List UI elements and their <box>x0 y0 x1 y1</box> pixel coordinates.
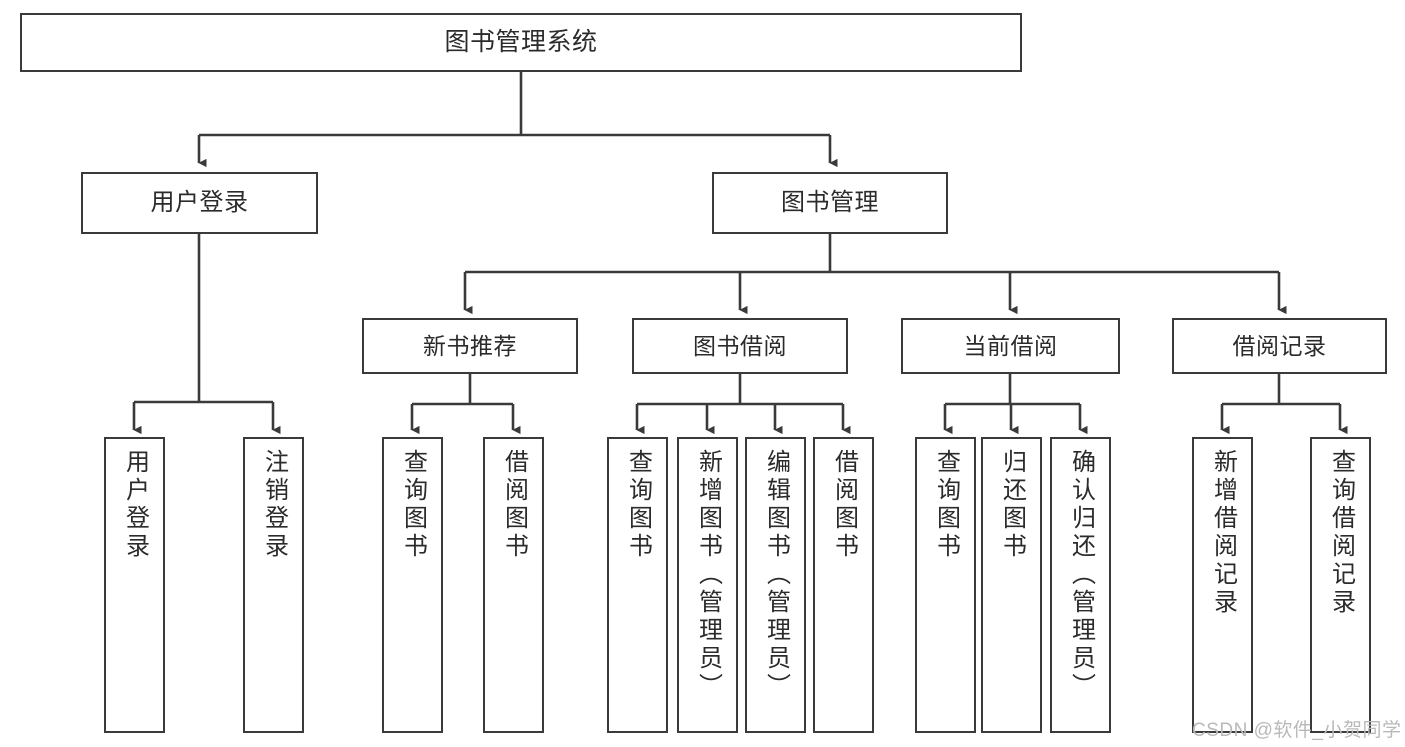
node-label: 新增图书（管理员） <box>694 449 722 701</box>
node-label: 编辑图书（管理员） <box>762 449 790 701</box>
node-label: 查询图书 <box>399 449 427 561</box>
leaf-user-login-logout[interactable]: 注销登录 <box>243 437 304 733</box>
node-label: 查询图书 <box>932 449 960 561</box>
node-label: 借阅图书 <box>830 449 858 561</box>
leaf-current-return-book[interactable]: 归还图书 <box>981 437 1042 733</box>
leaf-recommend-query-book[interactable]: 查询图书 <box>382 437 443 733</box>
leaf-current-confirm-return-admin[interactable]: 确认归还（管理员） <box>1050 437 1111 733</box>
node-book-management[interactable]: 图书管理 <box>712 172 948 234</box>
node-current-borrow[interactable]: 当前借阅 <box>901 318 1120 374</box>
node-label: 新增借阅记录 <box>1209 449 1237 617</box>
leaf-current-query-book[interactable]: 查询图书 <box>915 437 976 733</box>
leaf-record-query-record[interactable]: 查询借阅记录 <box>1310 437 1371 733</box>
leaf-borrow-borrow-book[interactable]: 借阅图书 <box>813 437 874 733</box>
node-label: 图书管理系统 <box>444 28 598 57</box>
node-borrow-record[interactable]: 借阅记录 <box>1172 318 1387 374</box>
node-label: 归还图书 <box>998 449 1026 561</box>
node-label: 查询借阅记录 <box>1327 449 1355 617</box>
node-label: 图书管理 <box>781 189 879 217</box>
leaf-user-login-login[interactable]: 用户登录 <box>104 437 165 733</box>
node-label: 借阅图书 <box>500 449 528 561</box>
node-root-system[interactable]: 图书管理系统 <box>20 13 1022 72</box>
leaf-borrow-edit-book-admin[interactable]: 编辑图书（管理员） <box>745 437 806 733</box>
leaf-borrow-query-book[interactable]: 查询图书 <box>607 437 668 733</box>
node-label: 注销登录 <box>260 449 288 561</box>
node-label: 用户登录 <box>150 189 249 217</box>
leaf-recommend-borrow-book[interactable]: 借阅图书 <box>483 437 544 733</box>
leaf-borrow-add-book-admin[interactable]: 新增图书（管理员） <box>677 437 738 733</box>
node-label: 用户登录 <box>121 449 149 561</box>
leaf-record-add-record[interactable]: 新增借阅记录 <box>1192 437 1253 733</box>
node-new-book-recommend[interactable]: 新书推荐 <box>362 318 578 374</box>
node-label: 确认归还（管理员） <box>1067 449 1095 701</box>
node-label: 查询图书 <box>624 449 652 561</box>
node-label: 新书推荐 <box>423 332 517 359</box>
csdn-watermark: CSDN @软件_小贺同学 <box>1192 720 1402 741</box>
node-book-borrow[interactable]: 图书借阅 <box>632 318 848 374</box>
node-user-login[interactable]: 用户登录 <box>81 172 318 234</box>
node-label: 当前借阅 <box>963 332 1058 359</box>
node-label: 图书借阅 <box>693 332 787 359</box>
node-label: 借阅记录 <box>1232 332 1327 359</box>
